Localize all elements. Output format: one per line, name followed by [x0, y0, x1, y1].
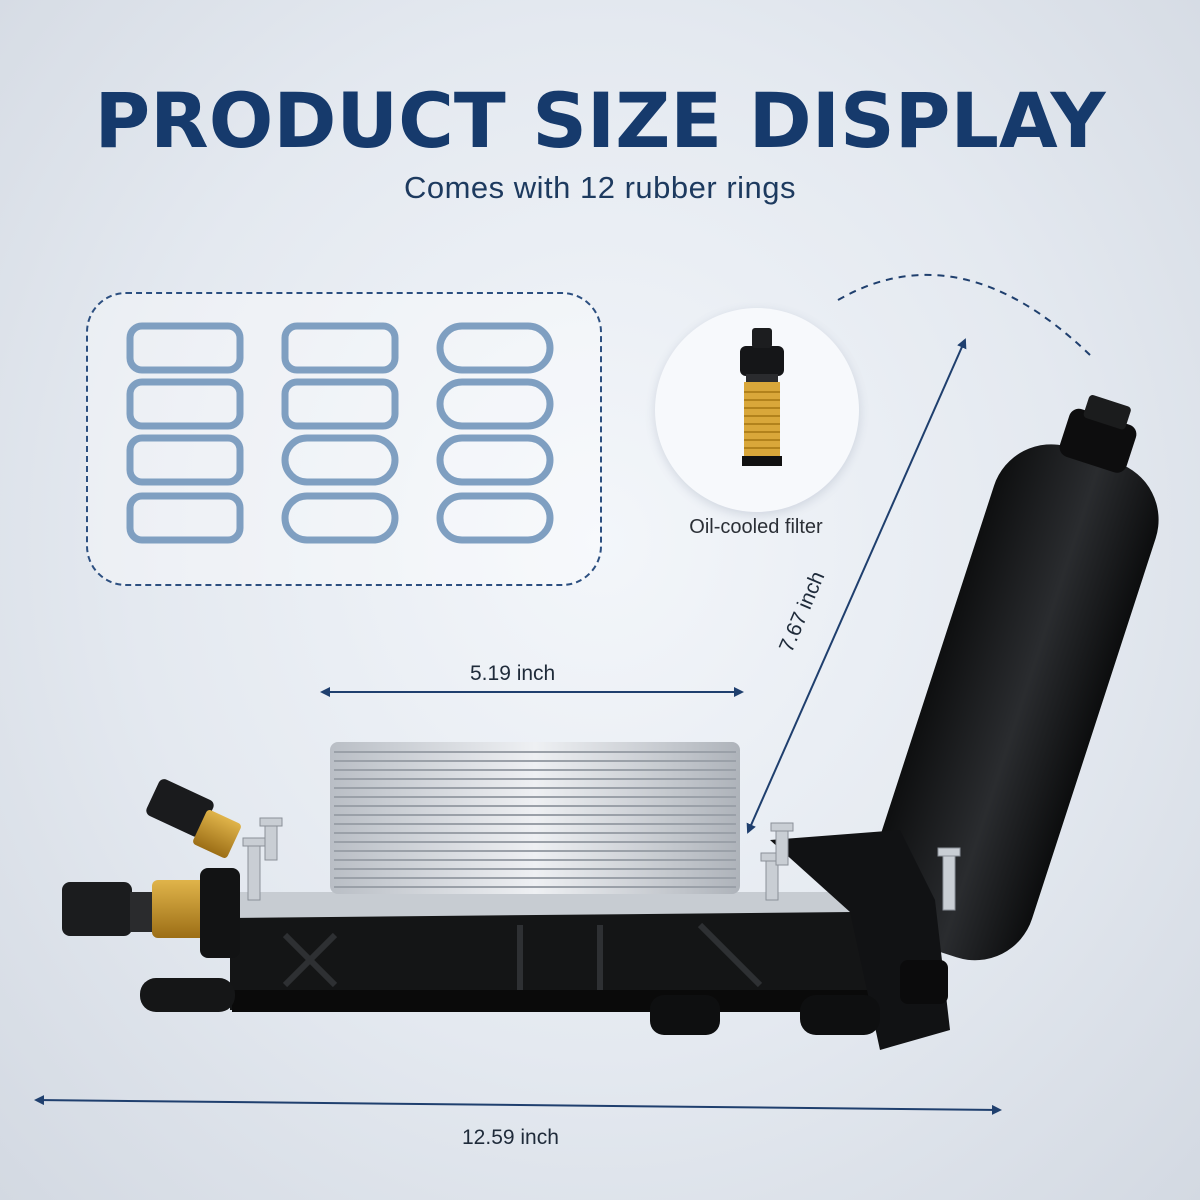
page-title: PRODUCT SIZE DISPLAY [94, 76, 1106, 165]
width-dimension-label: 5.19 inch [470, 662, 556, 685]
rubber-ring [436, 378, 554, 430]
rubber-ring [126, 434, 244, 486]
rubber-ring [126, 492, 244, 544]
rubber-rings [126, 322, 554, 544]
rubber-ring [436, 322, 554, 374]
rubber-ring [436, 492, 554, 544]
page-subtitle: Comes with 12 rubber rings [403, 170, 797, 205]
rubber-ring [126, 322, 244, 374]
filter-cartridge-icon [740, 328, 784, 466]
rubber-ring [126, 378, 244, 430]
rubber-ring [281, 322, 399, 374]
rubber-ring [436, 434, 554, 486]
height-dimension-arrow [746, 338, 967, 834]
total-length-dimension-label: 12.59 inch [462, 1126, 559, 1149]
curved-dashed-arrow [837, 274, 1091, 356]
total-length-dimension-arrow [34, 1095, 1002, 1115]
rubber-ring [281, 492, 399, 544]
rubber-ring [281, 434, 399, 486]
oil-filter-housing [62, 395, 1159, 1050]
rubber-ring [281, 378, 399, 430]
